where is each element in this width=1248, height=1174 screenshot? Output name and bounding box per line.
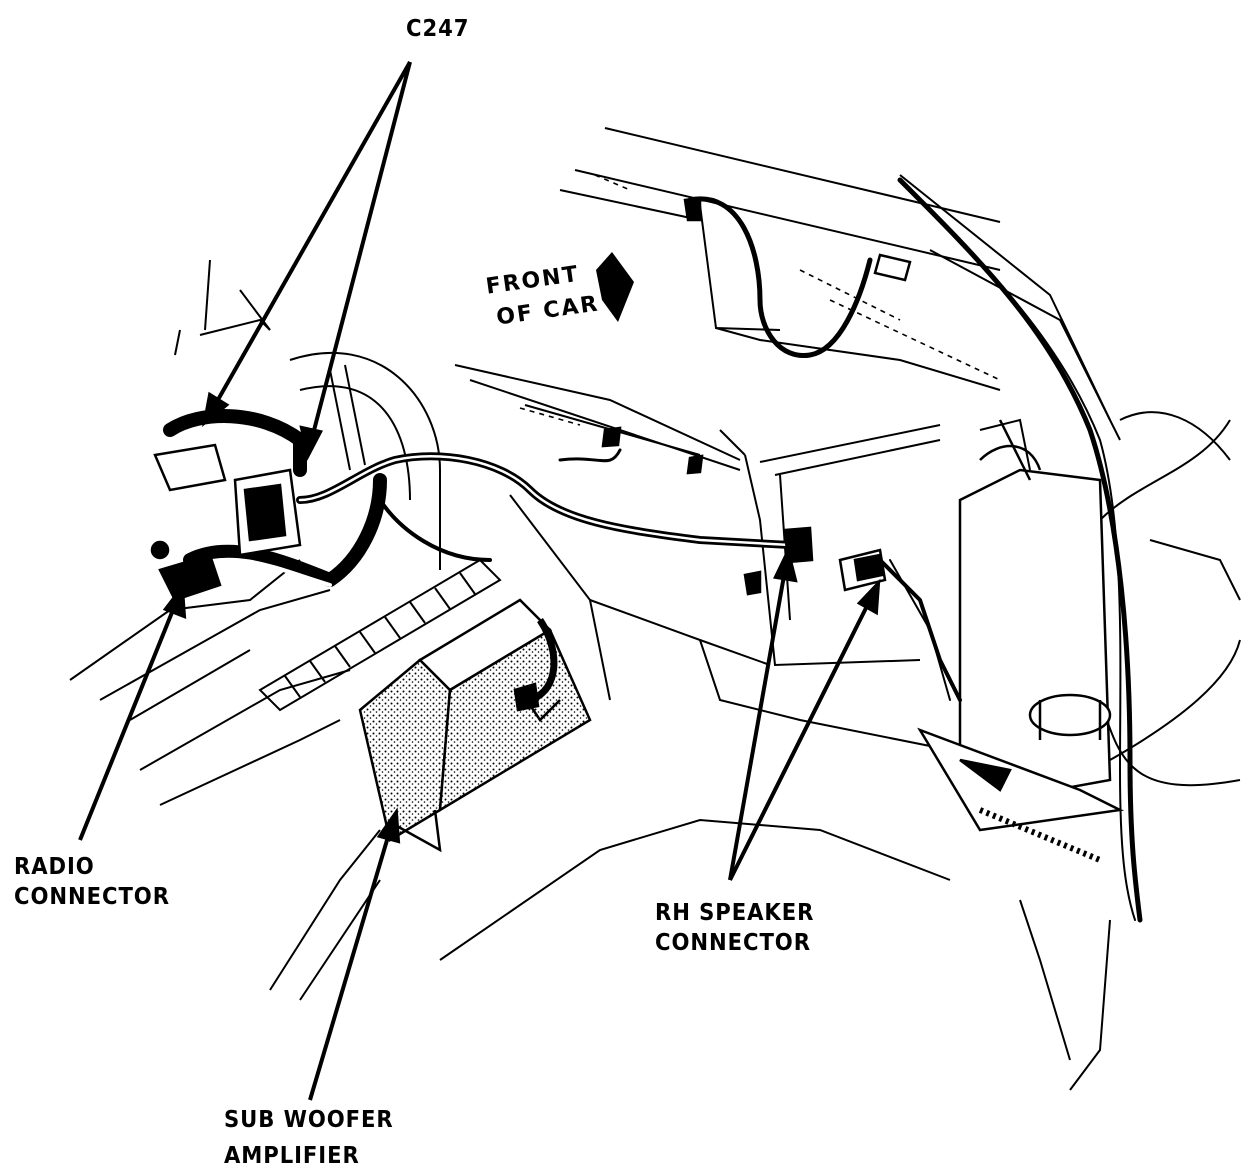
- radio-connector-line-1: RADIO: [14, 854, 95, 880]
- subwoofer-amplifier-line-2: AMPLIFIER: [224, 1143, 360, 1169]
- dashed-reference-lines: [519, 174, 1001, 426]
- console-vent: [258, 364, 502, 712]
- subwoofer-amplifier-line-1: SUB WOOFER: [224, 1107, 394, 1133]
- rh-speaker-connector-label: RH SPEAKER CONNECTOR: [655, 898, 814, 958]
- subwoofer-amplifier-label: SUB WOOFER AMPLIFIER: [224, 1102, 394, 1174]
- subwoofer-amplifier-box: [358, 598, 592, 853]
- rh-speaker-connector-line-1: RH SPEAKER: [655, 900, 815, 926]
- front-arrow-icon: [596, 252, 634, 322]
- radio-connector-line-2: CONNECTOR: [14, 884, 170, 910]
- reservoir: [917, 419, 1125, 863]
- rh-speaker-connector-line-2: CONNECTOR: [655, 930, 811, 956]
- c247-label-text: C247: [406, 16, 470, 42]
- vehicle-body-outline: [69, 127, 1241, 1091]
- c247-label: C247: [406, 14, 469, 44]
- callout-arrows: [78, 61, 881, 1101]
- wiring-harness: [163, 177, 1143, 923]
- connectors: [150, 196, 912, 712]
- radio-connector-label: RADIO CONNECTOR: [14, 852, 170, 912]
